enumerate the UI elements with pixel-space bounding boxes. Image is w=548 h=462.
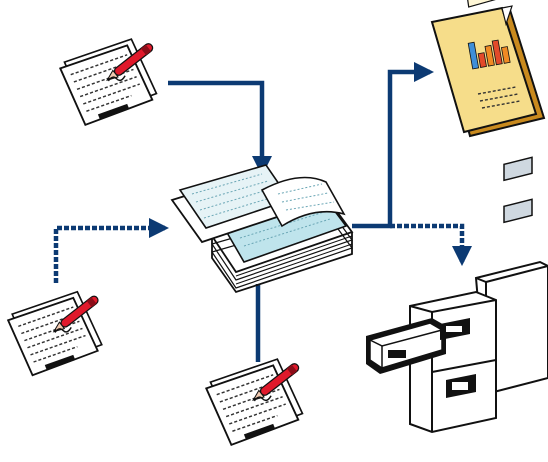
connector-to-file-cabinet: [390, 223, 473, 267]
connector-to-report: [352, 61, 435, 229]
paper-stack-icon: [170, 164, 354, 294]
connector-form-top-left: [168, 80, 273, 177]
form-with-pen-icon: [59, 38, 158, 126]
connector-lines: [53, 61, 473, 362]
form-with-pen-icon: [205, 358, 304, 446]
connector-form-bottom-left: [53, 217, 170, 283]
bar-chart-report-icon: [430, 0, 546, 138]
form-with-pen-icon: [7, 290, 103, 377]
filing-cabinet-icon: [366, 156, 548, 434]
